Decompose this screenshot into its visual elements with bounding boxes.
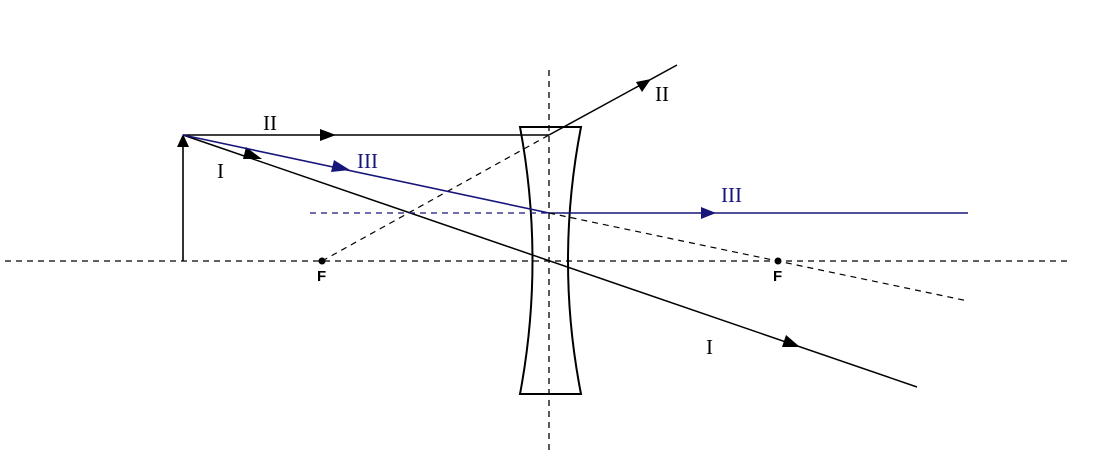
label-focal-left: F — [317, 268, 326, 285]
ray-iii-focal-line — [548, 212, 969, 302]
ray-ii-arrowhead — [320, 129, 336, 141]
object-arrowhead — [177, 134, 189, 147]
ray-iii-incident — [182, 134, 550, 214]
label-ray-iii-refracted: III — [721, 183, 742, 207]
concave-lens — [518, 126, 583, 395]
ray-ii-refracted-arrowhead — [636, 79, 651, 92]
ray-i-arrowhead — [243, 147, 262, 159]
label-ray-i-incident: I — [217, 159, 224, 183]
ray-ii-refracted — [548, 64, 678, 136]
focal-point-right — [774, 257, 782, 265]
label-ray-ii-incident: II — [263, 111, 277, 135]
ray-iii-arrowhead — [331, 160, 350, 172]
label-ray-ii-refracted: II — [655, 82, 669, 106]
ray-i-refracted-arrowhead — [782, 335, 800, 347]
label-focal-right: F — [773, 268, 782, 285]
ray-iii-refracted-arrowhead — [701, 207, 716, 219]
label-ray-iii-incident: III — [357, 149, 378, 173]
label-ray-i-refracted: I — [706, 335, 713, 359]
focal-point-left — [318, 257, 326, 265]
